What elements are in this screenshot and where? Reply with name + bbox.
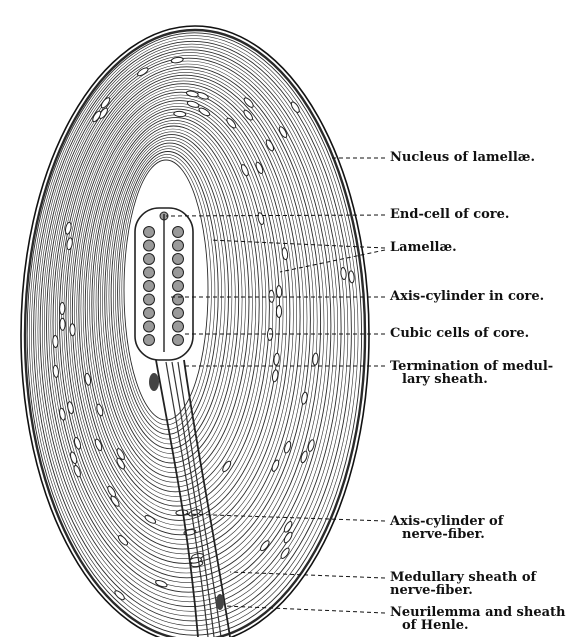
- lamella-nucleus: [312, 353, 318, 365]
- cubic-cell: [144, 308, 155, 319]
- cubic-cell: [173, 294, 184, 305]
- cubic-cell: [173, 308, 184, 319]
- central-core: [135, 208, 193, 360]
- nerve-fiber-outer-sheath-right: [184, 360, 230, 637]
- cubic-cell: [173, 321, 184, 332]
- nerve-nucleus: [149, 373, 159, 391]
- lamella-nucleus: [273, 353, 280, 366]
- lamella-nucleus: [301, 392, 308, 405]
- cubic-cell: [173, 281, 184, 292]
- nerve-nucleus: [216, 594, 224, 610]
- lamella-nucleus: [59, 302, 64, 314]
- lamella-nucleus: [174, 111, 186, 117]
- lamella-nucleus: [269, 290, 275, 302]
- lamella-nucleus: [60, 318, 65, 330]
- label-axis-cylinder-of-nerve-fiber: Axis-cylinder of nerve-fiber.: [390, 515, 503, 541]
- lamella-nucleus: [243, 96, 255, 108]
- lamella-nucleus: [69, 451, 78, 464]
- label-termination-of-medullary-sheath: Termination of medul- lary sheath.: [390, 360, 553, 386]
- lamella-nucleus: [66, 237, 73, 250]
- lamella-nucleus: [59, 408, 66, 421]
- label-end-cell-of-core: End-cell of core.: [390, 208, 509, 221]
- cubic-cell: [173, 267, 184, 278]
- cubic-cell: [144, 281, 155, 292]
- lamella-nucleus: [276, 305, 281, 317]
- cubic-cell: [173, 227, 184, 238]
- cubic-cell: [173, 254, 184, 265]
- cubic-cell: [144, 335, 155, 346]
- label-axis-cylinder-in-core: Axis-cylinder in core.: [390, 290, 544, 303]
- lamella-nucleus: [53, 335, 59, 347]
- cubic-cell: [144, 240, 155, 251]
- lamella-nucleus: [155, 579, 168, 588]
- label-neurilemma-and-sheath-of-henle: Neurilemma and sheath of Henle.: [390, 606, 565, 632]
- lamella-nucleus: [70, 324, 76, 336]
- lamella-nucleus: [106, 485, 117, 498]
- label-medullary-sheath-of-nerve-fiber: Medullary sheath of nerve-fiber.: [390, 571, 536, 597]
- cubic-cell: [144, 227, 155, 238]
- lamella-nucleus: [198, 107, 211, 118]
- lamella-nucleus: [225, 117, 237, 129]
- label-lamellae: Lamellæ.: [390, 241, 457, 254]
- lamella-nucleus: [271, 459, 280, 472]
- lamella-nucleus: [171, 57, 184, 64]
- cubic-cell: [144, 267, 155, 278]
- lamella-nucleus: [290, 101, 301, 114]
- cubic-cell: [144, 321, 155, 332]
- lamella-nucleus: [340, 267, 346, 279]
- cubic-cell: [144, 294, 155, 305]
- cubic-cell: [144, 254, 155, 265]
- cubic-cell: [173, 240, 184, 251]
- leader-line: [225, 606, 385, 613]
- lamella-nucleus: [67, 401, 75, 414]
- lamella-nucleus: [282, 247, 289, 260]
- label-cubic-cells-of-core: Cubic cells of core.: [390, 327, 529, 340]
- lamella-nucleus: [257, 212, 265, 225]
- lamella-nucleus: [280, 547, 291, 560]
- cubic-cell: [173, 335, 184, 346]
- lamella-nucleus: [276, 285, 282, 297]
- label-nucleus-of-lamellae: Nucleus of lamellæ.: [390, 151, 535, 164]
- lamella-nucleus: [242, 109, 254, 122]
